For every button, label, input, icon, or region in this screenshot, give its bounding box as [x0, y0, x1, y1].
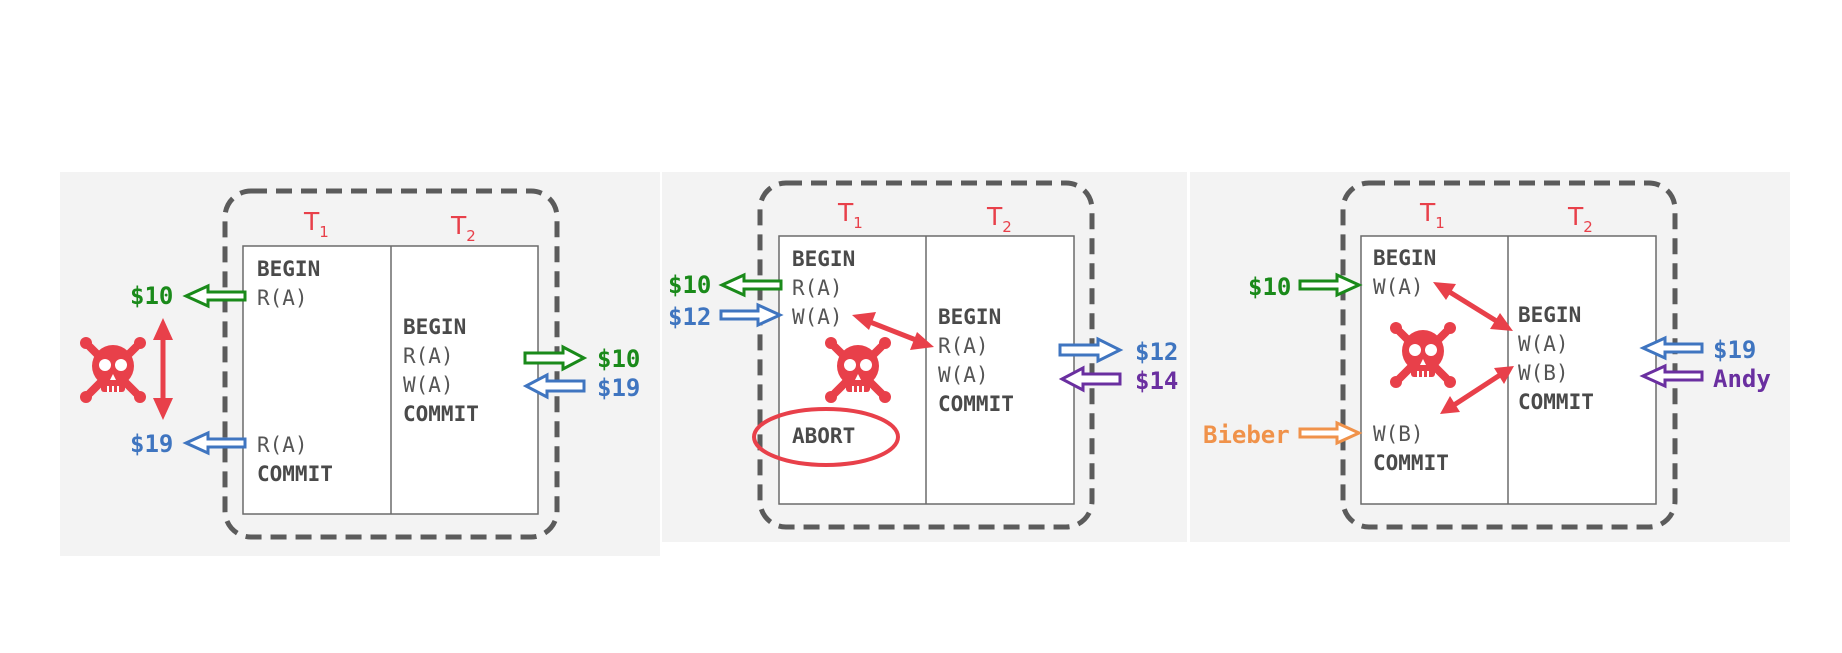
- t2-commit: COMMIT: [938, 392, 1014, 416]
- t2-read-a: R(A): [403, 344, 454, 368]
- t2-header: T2: [450, 211, 476, 245]
- t1-write-b: W(B): [1373, 422, 1424, 446]
- arrowhead: [910, 332, 934, 350]
- panel-1: T1 T2 BEGIN R(A) R(A) COMMIT BEGIN R(A) …: [60, 172, 660, 556]
- t1-header: T1: [303, 207, 329, 241]
- conflict-arrow: [869, 319, 917, 343]
- left-value-1: $10: [130, 282, 173, 310]
- value-arrow: [522, 372, 586, 400]
- t1-begin: BEGIN: [257, 257, 320, 281]
- right-value-2: $14: [1135, 367, 1178, 395]
- right-value-2: Andy: [1713, 365, 1771, 393]
- panel-3: T1 T2 BEGIN W(A) W(B) COMMIT BEGIN W(A) …: [1190, 172, 1790, 542]
- t1-read-a: R(A): [257, 286, 308, 310]
- value-arrow: [1639, 335, 1704, 361]
- value-arrow: [718, 272, 783, 298]
- left-value-1: $10: [668, 271, 711, 299]
- arrowhead: [1490, 313, 1513, 331]
- value-arrow: [523, 344, 588, 372]
- right-value-2: $19: [597, 374, 640, 402]
- left-value-2: $12: [668, 303, 711, 331]
- schedule-frame: [222, 188, 560, 540]
- t2-read-a: R(A): [938, 334, 989, 358]
- t1-begin: BEGIN: [1373, 246, 1436, 270]
- abort-highlight-circle: [752, 407, 900, 467]
- t1-write-a: W(A): [792, 305, 843, 329]
- t2-commit: COMMIT: [403, 402, 479, 426]
- arrowhead: [1433, 282, 1456, 300]
- t2-header: T2: [1567, 202, 1593, 236]
- conflict-arrow: [1446, 288, 1500, 325]
- arrowhead: [852, 312, 876, 330]
- value-arrow: [719, 302, 784, 328]
- t2-write-b: W(B): [1518, 361, 1569, 385]
- t1-write-a: W(A): [1373, 275, 1424, 299]
- value-arrow: [182, 283, 247, 309]
- t2-begin: BEGIN: [938, 305, 1001, 329]
- conflict-arrow: [1452, 372, 1502, 408]
- arrowhead: [1494, 366, 1514, 384]
- t2-write-a: W(A): [403, 373, 454, 397]
- value-arrow: [1639, 363, 1704, 389]
- arrowhead: [153, 318, 173, 340]
- t2-header: T2: [986, 202, 1012, 236]
- t2-commit: COMMIT: [1518, 390, 1594, 414]
- right-value-1: $10: [597, 345, 640, 373]
- t1-commit: COMMIT: [257, 462, 333, 486]
- t2-begin: BEGIN: [403, 315, 466, 339]
- t1-header: T1: [837, 198, 863, 232]
- right-value-1: $12: [1135, 338, 1178, 366]
- value-arrow: [1298, 420, 1363, 446]
- left-value-2: $19: [130, 430, 173, 458]
- t1-header: T1: [1419, 198, 1445, 232]
- t1-read-a: R(A): [792, 276, 843, 300]
- t2-begin: BEGIN: [1518, 303, 1581, 327]
- arrowhead: [1440, 396, 1460, 414]
- value-arrow: [1298, 272, 1363, 298]
- right-value-1: $19: [1713, 336, 1756, 364]
- t1-commit: COMMIT: [1373, 451, 1449, 475]
- left-value-1: $10: [1248, 273, 1291, 301]
- value-arrow: [1058, 336, 1124, 364]
- t1-read-a-2: R(A): [257, 433, 308, 457]
- left-value-2: Bieber: [1203, 421, 1290, 449]
- arrowhead: [153, 398, 173, 420]
- t2-write-a: W(A): [1518, 332, 1569, 356]
- schedule-frame: [1340, 180, 1678, 530]
- t2-write-a: W(A): [938, 363, 989, 387]
- schedule-frame: [757, 180, 1095, 530]
- value-arrow: [1058, 365, 1122, 393]
- value-arrow: [182, 430, 247, 456]
- t1-abort: ABORT: [792, 424, 855, 448]
- t1-begin: BEGIN: [792, 247, 855, 271]
- panel-2: T1 T2 BEGIN R(A) W(A) ABORT BEGIN R(A) W…: [662, 172, 1187, 542]
